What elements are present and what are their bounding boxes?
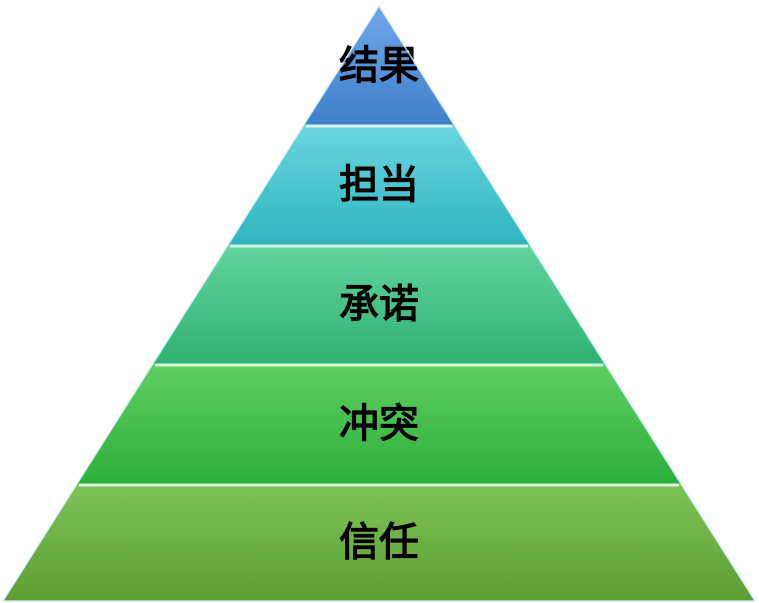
pyramid-level-label: 冲突 (339, 401, 419, 447)
pyramid-outline (1, 4, 757, 602)
pyramid-level-2 (228, 125, 530, 245)
pyramid-level-4 (76, 364, 682, 484)
pyramid-level-label: 承诺 (339, 282, 419, 328)
pyramid-level-1 (303, 6, 455, 125)
pyramid-level-5 (3, 484, 755, 601)
pyramid-level-label: 结果 (339, 43, 419, 89)
pyramid-level-label: 信任 (339, 520, 419, 566)
pyramid-level-3 (152, 245, 606, 364)
pyramid-level-label: 担当 (339, 162, 419, 208)
